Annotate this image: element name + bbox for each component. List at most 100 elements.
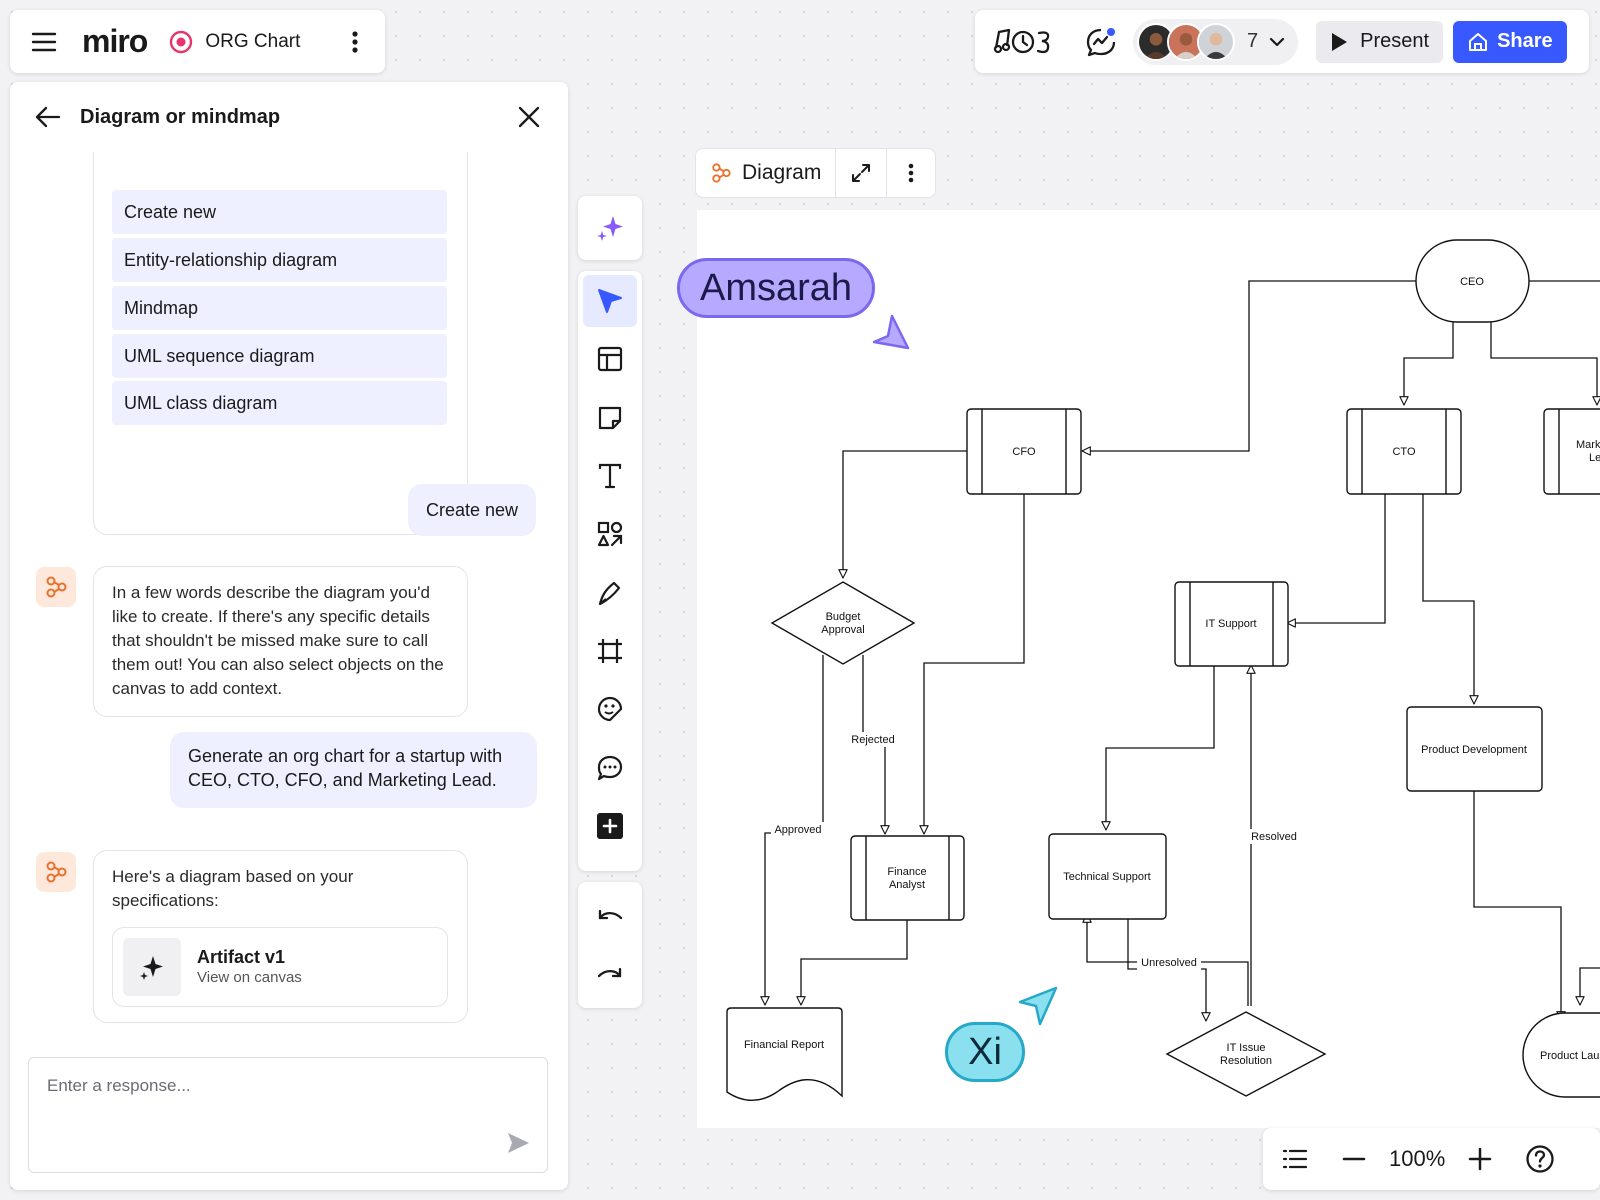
response-composer <box>28 1057 548 1173</box>
edge-productdev-launch <box>1473 788 1566 1021</box>
svg-text:Finance: Finance <box>887 866 926 878</box>
share-lock-icon <box>1469 32 1488 51</box>
frame-title: Diagram <box>742 161 822 184</box>
help-icon <box>1526 1145 1554 1173</box>
response-input[interactable] <box>47 1076 467 1096</box>
plus-icon <box>1469 1147 1492 1171</box>
cursor-arrow-icon <box>598 289 622 313</box>
undo-button[interactable] <box>583 890 637 942</box>
node-technical-support: Technical Support <box>1048 833 1167 920</box>
share-label: Share <box>1497 30 1553 52</box>
stickers-tool[interactable] <box>583 683 637 735</box>
more-vertical-icon[interactable] <box>345 28 365 56</box>
diagram-frame[interactable]: Rejected Approved Resolved Unresolved CE… <box>697 210 1600 1128</box>
frame-title-chip[interactable]: Diagram <box>696 149 837 197</box>
node-product-development: Product Development <box>1406 706 1543 792</box>
option-create-new[interactable]: Create new <box>112 190 447 234</box>
diagram-assistant-icon <box>36 567 76 607</box>
svg-text:CEO: CEO <box>1460 276 1484 288</box>
edge-finance-report <box>796 911 908 1006</box>
shapes-icon <box>597 521 623 547</box>
activity-chat-icon[interactable] <box>1085 26 1117 58</box>
avatar <box>1197 22 1235 61</box>
music-timer-icon[interactable] <box>993 26 1055 58</box>
zoom-out-button[interactable] <box>1341 1146 1367 1172</box>
expand-icon <box>852 164 871 182</box>
edge-cto-productdev <box>1422 494 1479 705</box>
pen-tool[interactable] <box>583 567 637 619</box>
frame-label-toolbar: Diagram <box>695 148 937 198</box>
option-uml-sequence[interactable]: UML sequence diagram <box>112 334 447 378</box>
svg-text:IT Issue: IT Issue <box>1227 1042 1266 1054</box>
comment-tool[interactable] <box>583 742 637 794</box>
share-button[interactable]: Share <box>1453 20 1567 63</box>
send-icon[interactable] <box>505 1130 531 1156</box>
templates-tool[interactable] <box>583 333 637 385</box>
zoom-in-button[interactable] <box>1467 1146 1493 1172</box>
sparkle-icon <box>123 938 181 996</box>
node-budget-approval: Budget Approval <box>770 581 916 665</box>
frame-icon <box>598 639 622 663</box>
assistant-message: In a few words describe the diagram you'… <box>93 566 468 717</box>
frame-more-button[interactable] <box>887 149 935 197</box>
collaborators-menu[interactable]: 7 <box>1133 18 1299 65</box>
edge-itsupport-techsupport <box>1101 664 1215 831</box>
board-name[interactable]: ORG Chart <box>205 30 301 52</box>
select-tool[interactable] <box>583 275 637 327</box>
edge-label-approved: Approved <box>774 824 821 836</box>
node-finance-analyst: Finance Analyst <box>850 835 965 921</box>
board-header: miro ORG Chart <box>10 10 385 73</box>
present-button[interactable]: Present <box>1316 20 1444 63</box>
frame-tool[interactable] <box>583 625 637 677</box>
artifact-card[interactable]: Artifact v1 View on canvas <box>112 927 448 1007</box>
edge-cfo-finance <box>919 494 1025 835</box>
redo-button[interactable] <box>583 948 637 1000</box>
more-apps-tool[interactable] <box>583 800 637 852</box>
expand-button[interactable] <box>836 149 888 197</box>
hamburger-menu-icon[interactable] <box>30 28 58 56</box>
history-toolbar <box>578 882 642 1008</box>
user-message: Generate an org chart for a startup with… <box>170 732 537 808</box>
sticky-note-tool[interactable] <box>583 392 637 444</box>
undo-icon <box>598 909 623 920</box>
sticker-icon <box>597 696 623 722</box>
sticky-note-icon <box>598 406 622 430</box>
svg-text:IT Support: IT Support <box>1205 618 1256 630</box>
board-list-button[interactable] <box>1281 1145 1309 1173</box>
node-financial-report: Financial Report <box>726 1007 843 1101</box>
node-product-launch: Product Lau <box>1522 1012 1600 1098</box>
svg-text:Technical Support: Technical Support <box>1063 871 1150 883</box>
node-cfo: CFO <box>966 408 1082 495</box>
edge-ceo-cfo <box>1081 280 1416 456</box>
shapes-tool[interactable] <box>583 508 637 560</box>
option-entity-relationship[interactable]: Entity-relationship diagram <box>112 238 447 282</box>
svg-text:Analyst: Analyst <box>889 879 925 891</box>
node-ceo: CEO <box>1415 239 1530 323</box>
panel-title: Diagram or mindmap <box>80 105 281 128</box>
redo-icon <box>597 967 622 978</box>
ai-sparkle-icon <box>597 216 623 241</box>
edge-right-launch <box>1575 967 1600 1006</box>
miro-logo[interactable]: miro <box>82 23 148 59</box>
artifact-subtitle: View on canvas <box>197 969 302 986</box>
svg-text:Budget: Budget <box>826 611 861 623</box>
assistant-result-text: Here's a diagram based on your specifica… <box>112 867 354 910</box>
option-mindmap[interactable]: Mindmap <box>112 286 447 330</box>
option-uml-class[interactable]: UML class diagram <box>112 381 447 425</box>
close-icon[interactable] <box>516 104 542 130</box>
help-button[interactable] <box>1525 1144 1555 1174</box>
node-marketing-lead: Mark Le <box>1543 408 1600 495</box>
zoom-level[interactable]: 100% <box>1389 1146 1446 1171</box>
panel-header: Diagram or mindmap <box>10 82 568 152</box>
edge-ceo-cto <box>1399 320 1454 406</box>
text-tool[interactable] <box>583 450 637 502</box>
collaboration-toolbar: 7 Present Share <box>975 10 1589 73</box>
avatar <box>1167 22 1205 61</box>
user-message: Create new <box>408 484 536 536</box>
diagram-icon <box>712 163 731 183</box>
arrow-left-icon[interactable] <box>34 103 62 131</box>
collaborator-cursor-label: Xi <box>945 1022 1025 1082</box>
svg-text:CFO: CFO <box>1012 446 1036 458</box>
ai-sparkle-tool[interactable] <box>578 196 642 260</box>
collaborator-cursor-icon <box>1018 986 1058 1026</box>
